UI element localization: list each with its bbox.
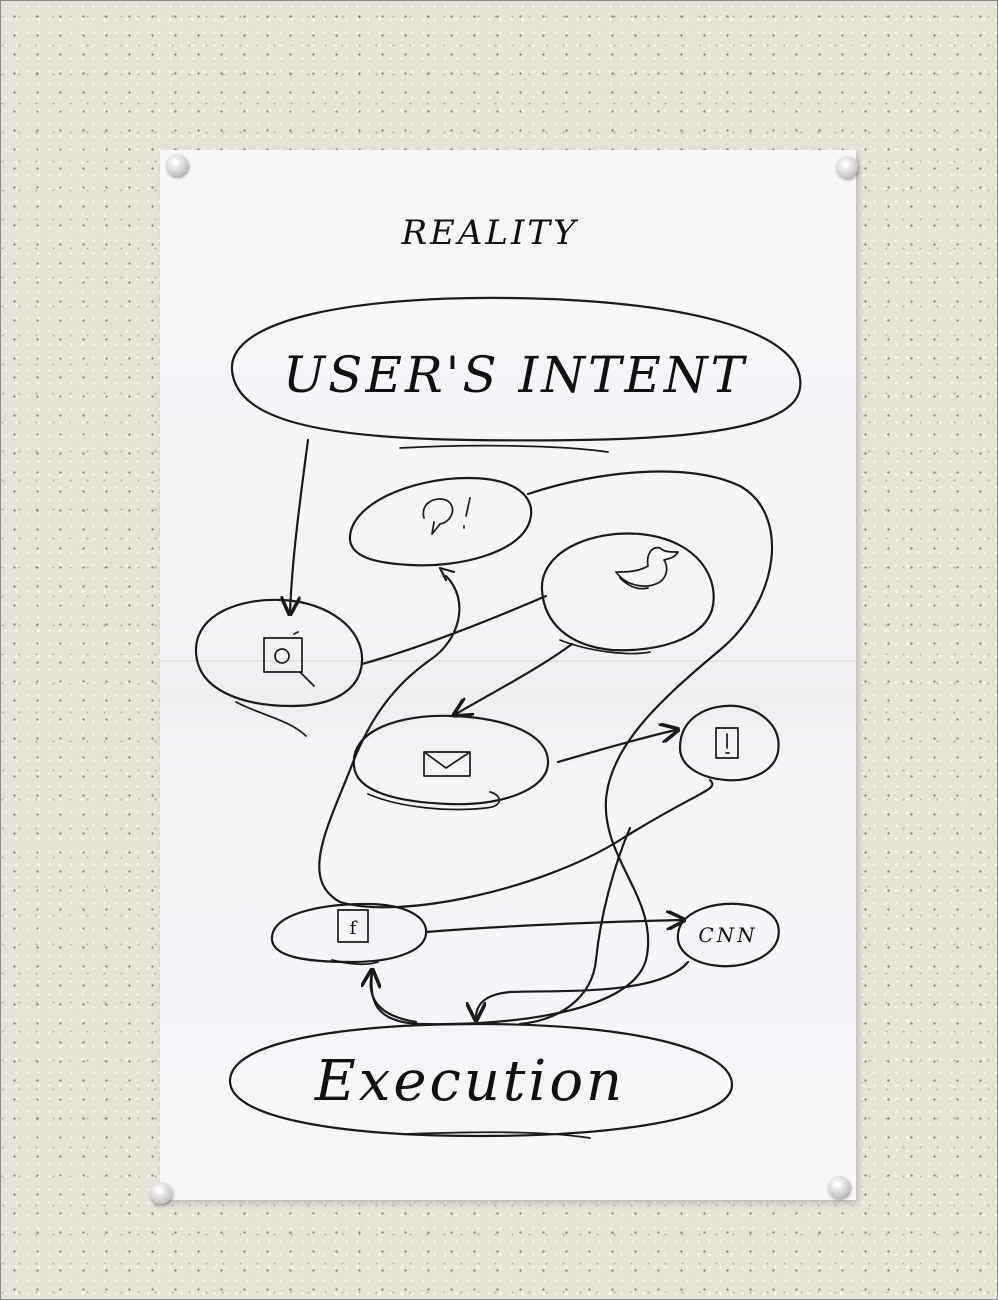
execution-label: Execution	[314, 1049, 625, 1114]
execution-node: Execution	[228, 1022, 734, 1139]
push-pin-top-left	[166, 154, 188, 176]
camera-node	[194, 598, 364, 737]
push-pin-bottom-left	[150, 1182, 172, 1204]
bird-node	[540, 532, 715, 655]
execution-to-facebook-curve	[369, 970, 418, 1024]
bird-to-mail-arrow	[456, 642, 574, 714]
chat-node	[348, 476, 533, 567]
camera-app-icon	[263, 637, 303, 673]
alert-exclamation-icon	[715, 727, 739, 759]
push-pin-top-right	[836, 156, 858, 178]
alert-to-execution-curve	[518, 826, 632, 1026]
inner-loop-curve	[318, 574, 714, 909]
facebook-to-cnn-arrow	[424, 920, 682, 934]
paper-fold	[160, 660, 856, 662]
sketch-title: REALITY	[400, 213, 579, 253]
users-intent-label: USER'S INTENT	[283, 346, 748, 404]
envelope-icon	[423, 751, 471, 777]
mail-to-alert-arrow	[556, 730, 676, 764]
alert-node	[678, 704, 780, 782]
cnn-to-execution-arrow	[476, 960, 690, 1018]
facebook-glyph: f	[350, 918, 358, 939]
chat-arrowhead	[438, 566, 456, 582]
chat-bubble-exclamation-icon	[422, 498, 454, 535]
cnn-label: CNN	[698, 923, 757, 947]
users-intent-node: USER'S INTENT	[230, 296, 802, 453]
facebook-node: f	[270, 902, 428, 966]
push-pin-bottom-right	[828, 1176, 850, 1198]
bird-icon	[615, 546, 679, 590]
intent-to-camera-arrow	[290, 438, 310, 612]
mail-node	[352, 714, 550, 811]
facebook-icon	[337, 909, 369, 943]
cnn-node: CNN	[676, 902, 780, 968]
